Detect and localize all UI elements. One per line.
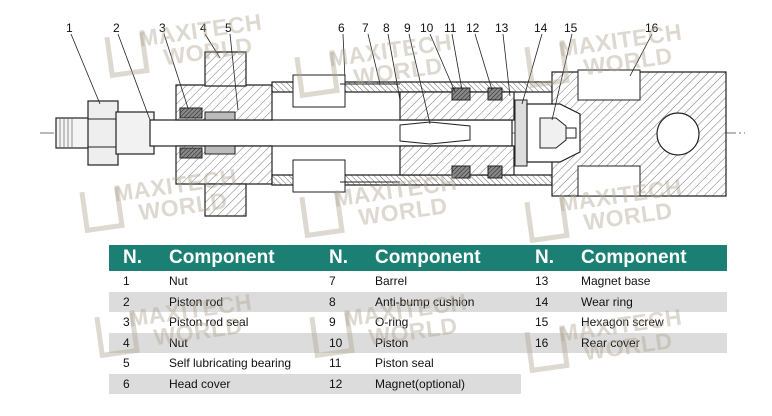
cell-component: O-ring	[375, 312, 521, 333]
hexagon-screw	[539, 117, 567, 149]
cell-n: 13	[521, 271, 581, 292]
callout-6: 6	[338, 21, 345, 35]
callout-10: 10	[420, 21, 434, 35]
cell-n: 1	[109, 271, 169, 292]
callout-12: 12	[466, 21, 480, 35]
callout-4: 4	[200, 21, 207, 35]
table-row: 4 Nut 10 Piston 16 Rear cover	[109, 332, 727, 353]
callout-9: 9	[404, 21, 411, 35]
table-row: 5 Self lubricating bearing 11 Piston sea…	[109, 353, 727, 374]
cell-n: 9	[315, 312, 375, 333]
cylinder-cross-section	[40, 33, 745, 217]
callout-16: 16	[645, 21, 659, 35]
table-row: 2 Piston rod 8 Anti-bump cushion 14 Wear…	[109, 291, 727, 312]
cell-n: 11	[315, 353, 375, 374]
callout-7: 7	[362, 21, 369, 35]
cell-component: Magnet base	[581, 271, 727, 292]
table-row: 6 Head cover 12 Magnet(optional)	[109, 373, 727, 394]
cell-n: 10	[315, 332, 375, 353]
header-component-2: Component	[375, 245, 521, 271]
cell-component: Piston rod seal	[169, 312, 315, 333]
cell-component: Magnet(optional)	[375, 373, 521, 394]
cell-n: 8	[315, 291, 375, 312]
cell-component: Nut	[169, 332, 315, 353]
callout-5: 5	[225, 21, 232, 35]
piston-lower	[399, 145, 515, 176]
cell-component: Piston	[375, 332, 521, 353]
cell-n: 6	[109, 373, 169, 394]
header-n-2: N.	[315, 245, 375, 271]
cell-component: Barrel	[375, 271, 521, 292]
callout-2: 2	[113, 21, 120, 35]
callout-1: 1	[66, 21, 73, 35]
table-row: 3 Piston rod seal 9 O-ring 15 Hexagon sc…	[109, 312, 727, 333]
cell-n: 3	[109, 312, 169, 333]
nut-4-lower	[204, 183, 247, 217]
cell-n: 14	[521, 291, 581, 312]
header-component-1: Component	[169, 245, 315, 271]
rear-cover-pin-hole	[656, 112, 700, 156]
cell-n: 12	[315, 373, 375, 394]
callout-14: 14	[534, 21, 548, 35]
cell-n: 15	[521, 312, 581, 333]
cell-component: Piston rod	[169, 291, 315, 312]
header-n-3: N.	[521, 245, 581, 271]
cell-component: Anti-bump cushion	[375, 291, 521, 312]
header-n-1: N.	[109, 245, 169, 271]
cell-n	[521, 353, 581, 374]
cell-component	[581, 373, 727, 394]
cell-component: Nut	[169, 271, 315, 292]
cell-component: Self lubricating bearing	[169, 353, 315, 374]
header-component-3: Component	[581, 245, 727, 271]
callout-8: 8	[383, 21, 390, 35]
cell-component: Head cover	[169, 373, 315, 394]
callout-11: 11	[444, 21, 457, 35]
nut-1	[87, 100, 155, 166]
cell-n: 16	[521, 332, 581, 353]
cell-component: Rear cover	[581, 332, 727, 353]
piston-upper	[399, 91, 515, 121]
cell-n: 5	[109, 353, 169, 374]
cell-n: 4	[109, 332, 169, 353]
cell-n: 7	[315, 271, 375, 292]
callout-15: 15	[564, 21, 578, 35]
nut-4-upper	[204, 51, 247, 87]
table-row: 1 Nut 7 Barrel 13 Magnet base	[109, 271, 727, 292]
components-table: N. Component N. Component N. Component 1…	[109, 245, 727, 394]
cell-component: Piston seal	[375, 353, 521, 374]
cell-n: 2	[109, 291, 169, 312]
table-header-row: N. Component N. Component N. Component	[109, 245, 727, 271]
cell-component: Hexagon screw	[581, 312, 727, 333]
callout-3: 3	[159, 21, 166, 35]
cell-component	[581, 353, 727, 374]
cell-n	[521, 373, 581, 394]
callout-13: 13	[495, 21, 509, 35]
cell-component: Wear ring	[581, 291, 727, 312]
